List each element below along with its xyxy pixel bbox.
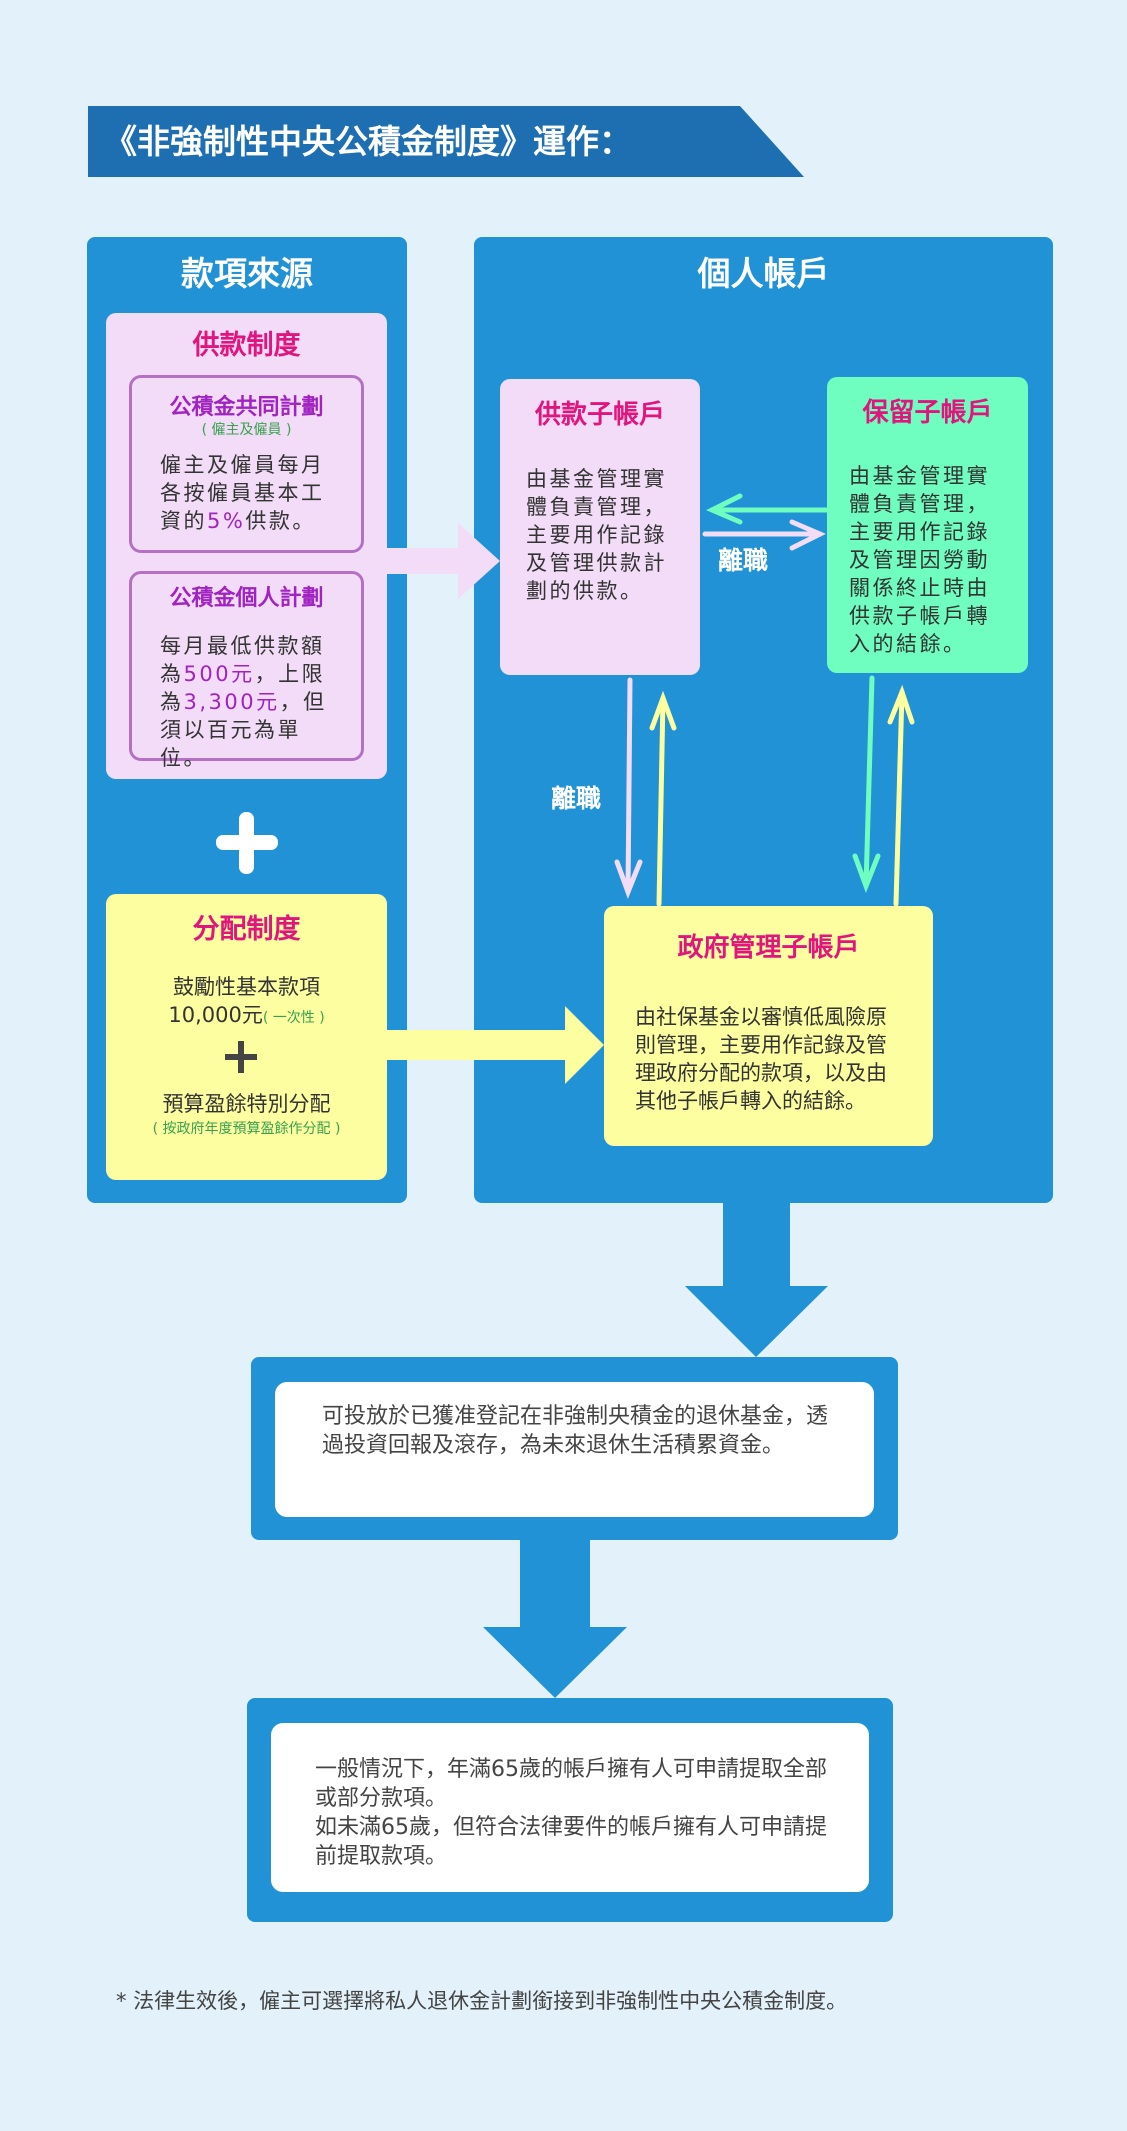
personal-plan-text-a: 每月最低供款額為 bbox=[160, 634, 325, 686]
preservation-sub-account-text: 由基金管理實體負責管理，主要用作記錄及管理因勞動關係終止時由供款子帳戶轉入的結餘… bbox=[849, 464, 990, 656]
basic-payment-amount-line: 10,000元( 一次性 ) bbox=[106, 1001, 387, 1032]
personal-plan-box bbox=[129, 571, 364, 761]
contribution-system-heading: 供款制度 bbox=[192, 330, 301, 361]
preservation-sub-account-heading: 保留子帳戶 bbox=[862, 398, 993, 428]
investment-text: 可投放於已獲准登記在非強制央積金的退休基金，透過投資回報及滾存，為未來退休生活積… bbox=[322, 1404, 829, 1458]
allocation-system-heading: 分配制度 bbox=[192, 914, 301, 945]
government-sub-account-text: 由社保基金以審慎低風險原則管理，主要用作記錄及管理政府分配的款項，以及由其他子帳… bbox=[635, 1005, 887, 1113]
transfer-arrow-down-preservation bbox=[852, 675, 881, 893]
preservation-sub-account-box bbox=[827, 377, 1028, 673]
government-sub-account-box bbox=[604, 906, 933, 1146]
personal-plan-text-c: ，但須以百元為單位。 bbox=[160, 690, 327, 770]
contribution-sub-account-heading: 供款子帳戶 bbox=[534, 400, 665, 430]
allocation-system-box bbox=[106, 894, 387, 1180]
down-arrow-to-investment bbox=[685, 1203, 828, 1357]
basic-payment-amount: 10,000元 bbox=[168, 1003, 263, 1027]
transfer-arrow-up-preservation bbox=[887, 684, 915, 907]
allocation-item-2: 預算盈餘特別分配 ( 按政府年度預算盈餘作分配 ) bbox=[106, 1090, 387, 1140]
footnote: * 法律生效後，僱主可選擇將私人退休金計劃銜接到非強制性中央公積金制度。 bbox=[116, 1989, 848, 2013]
page-title: 《非強制性中央公積金制度》運作： bbox=[104, 122, 632, 161]
withdrawal-text: 一般情況下，年滿65歲的帳戶擁有人可申請提取全部或部分款項。 如未滿65歲，但符… bbox=[315, 1755, 835, 1871]
surplus-allocation-label: 預算盈餘特別分配 bbox=[162, 1092, 331, 1116]
transfer-arrow-left bbox=[706, 493, 830, 525]
joint-plan-box bbox=[129, 375, 364, 553]
contribution-flow-arrow bbox=[387, 523, 500, 599]
withdrawal-box bbox=[271, 1723, 869, 1892]
transfer-arrow-right bbox=[702, 519, 826, 551]
accounts-panel-title: 個人帳戶 bbox=[697, 254, 830, 293]
withdrawal-text-general: 一般情況下，年滿65歲的帳戶擁有人可申請提取全部或部分款項。 bbox=[315, 1757, 827, 1811]
leave-job-label-horizontal: 離職 bbox=[718, 546, 769, 575]
joint-plan-text-b: 供款。 bbox=[245, 509, 316, 533]
sources-panel-title: 款項來源 bbox=[181, 254, 313, 293]
allocation-item-1: 鼓勵性基本款項 10,000元( 一次性 ) bbox=[106, 973, 387, 1032]
surplus-allocation-note: ( 按政府年度預算盈餘作分配 ) bbox=[152, 1121, 341, 1137]
investment-box bbox=[275, 1382, 874, 1517]
personal-plan-min: 500元 bbox=[183, 662, 255, 686]
basic-payment-note: ( 一次性 ) bbox=[262, 1010, 325, 1026]
leave-job-label-vertical: 離職 bbox=[551, 784, 602, 813]
down-arrow-to-withdrawal bbox=[483, 1540, 627, 1698]
basic-payment-label: 鼓勵性基本款項 bbox=[173, 975, 320, 999]
joint-plan-text: 僱主及僱員每月各按僱員基本工資的5%供款。 bbox=[160, 451, 340, 535]
joint-plan-heading: 公積金共同計劃 bbox=[169, 395, 324, 420]
personal-plan-max: 3,300元 bbox=[183, 690, 280, 714]
contribution-sub-account-text: 由基金管理實體負責管理，主要用作記錄及管理供款計劃的供款。 bbox=[526, 467, 667, 603]
personal-plan-text-b: ，上限為 bbox=[160, 662, 326, 714]
joint-plan-note: ( 僱主及僱員 ) bbox=[201, 422, 292, 438]
personal-plan-text: 每月最低供款額為500元，上限為3,300元，但須以百元為單位。 bbox=[160, 632, 346, 772]
plus-icon bbox=[216, 812, 278, 874]
allocation-flow-arrow bbox=[387, 1006, 604, 1084]
joint-plan-rate: 5% bbox=[207, 509, 246, 533]
personal-plan-heading: 公積金個人計劃 bbox=[169, 586, 324, 611]
title-banner bbox=[88, 106, 804, 177]
leave-job-arrow-down bbox=[614, 677, 643, 899]
contribution-sub-account-box bbox=[500, 379, 700, 675]
allocation-plus-icon bbox=[225, 1041, 257, 1073]
withdrawal-text-early: 如未滿65歲，但符合法律要件的帳戶擁有人可申請提前提取款項。 bbox=[315, 1815, 827, 1869]
joint-plan-text-a: 僱主及僱員每月各按僱員基本工資的 bbox=[160, 453, 325, 533]
government-sub-account-heading: 政府管理子帳戶 bbox=[677, 933, 860, 963]
transfer-arrow-up-contribution bbox=[649, 690, 677, 907]
